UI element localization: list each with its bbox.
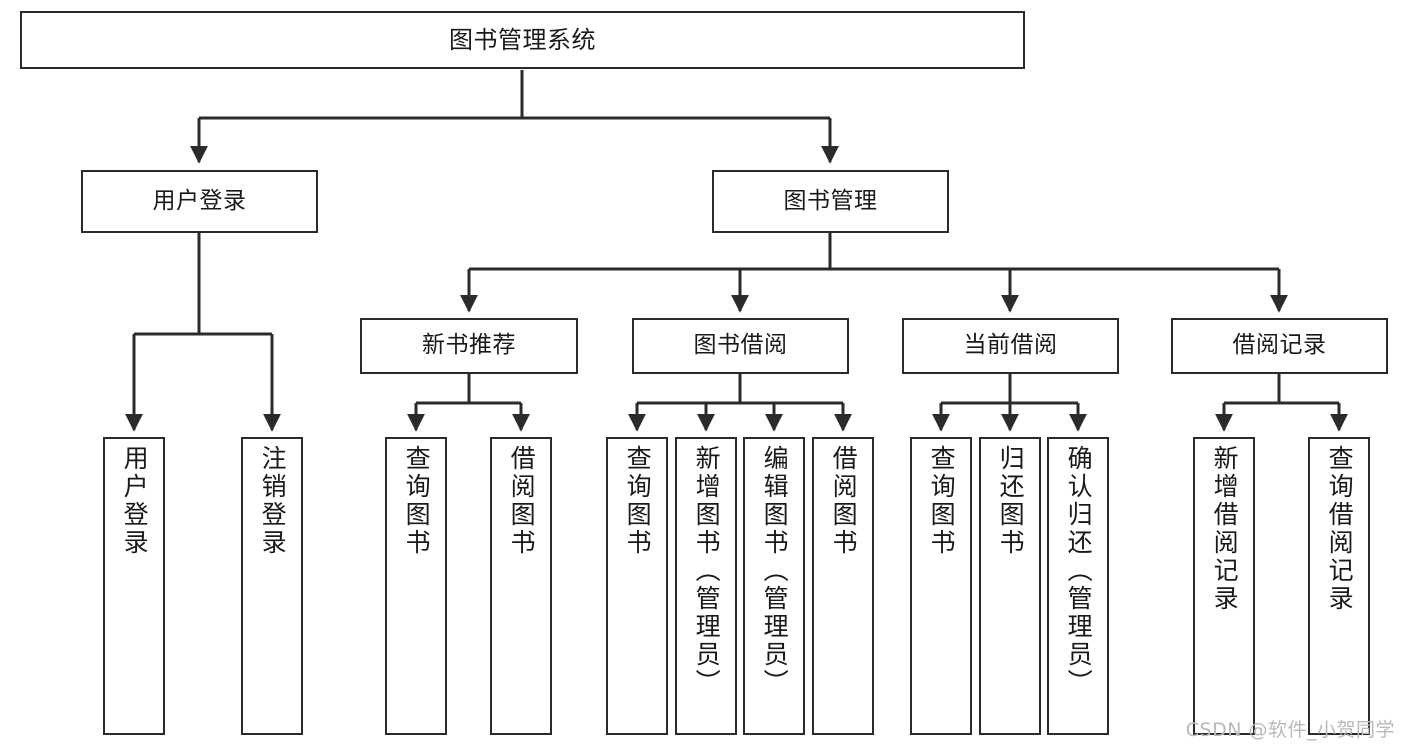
node-label: 注销登录 xyxy=(258,445,288,557)
node-leaf-add-record[interactable]: 新增借阅记录 xyxy=(1193,437,1255,735)
watermark-text: CSDN @软件_小贺同学 xyxy=(1185,719,1395,741)
node-label: 借阅图书 xyxy=(829,445,859,557)
node-leaf-add-book[interactable]: 新增图书（管理员） xyxy=(675,437,737,735)
node-new-book-rec[interactable]: 新书推荐 xyxy=(360,318,578,374)
node-label: 编辑图书（管理员） xyxy=(760,445,790,697)
node-label: 新增借阅记录 xyxy=(1210,445,1240,613)
node-label: 查询图书 xyxy=(623,445,653,557)
node-leaf-confirm-return[interactable]: 确认归还（管理员） xyxy=(1047,437,1109,735)
node-label: 查询图书 xyxy=(927,445,957,557)
node-leaf-edit-book[interactable]: 编辑图书（管理员） xyxy=(743,437,805,735)
node-current-borrow[interactable]: 当前借阅 xyxy=(902,318,1119,374)
node-leaf-query-book-3[interactable]: 查询图书 xyxy=(910,437,972,735)
node-label: 确认归还（管理员） xyxy=(1064,445,1094,697)
node-label: 新增图书（管理员） xyxy=(692,445,722,697)
node-label: 借阅记录 xyxy=(1232,332,1327,359)
node-label: 借阅图书 xyxy=(507,445,537,557)
node-user-login[interactable]: 用户登录 xyxy=(81,170,318,233)
node-leaf-query-book-2[interactable]: 查询图书 xyxy=(606,437,668,735)
node-leaf-borrow-book-1[interactable]: 借阅图书 xyxy=(490,437,552,735)
node-leaf-query-record[interactable]: 查询借阅记录 xyxy=(1308,437,1370,735)
node-book-borrow[interactable]: 图书借阅 xyxy=(632,318,849,374)
node-leaf-user-login[interactable]: 用户登录 xyxy=(103,437,165,735)
node-borrow-record[interactable]: 借阅记录 xyxy=(1171,318,1388,374)
node-leaf-borrow-book-2[interactable]: 借阅图书 xyxy=(812,437,874,735)
node-label: 图书管理 xyxy=(783,187,878,214)
node-label: 当前借阅 xyxy=(963,332,1058,359)
node-label: 归还图书 xyxy=(996,445,1026,557)
node-label: 图书管理系统 xyxy=(449,25,596,54)
node-label: 查询借阅记录 xyxy=(1325,445,1355,613)
node-label: 用户登录 xyxy=(120,445,150,557)
node-label: 新书推荐 xyxy=(422,332,516,359)
node-leaf-logout[interactable]: 注销登录 xyxy=(241,437,303,735)
node-label: 用户登录 xyxy=(152,187,247,214)
node-leaf-query-book-1[interactable]: 查询图书 xyxy=(385,437,447,735)
node-label: 图书借阅 xyxy=(693,332,788,359)
node-root-system[interactable]: 图书管理系统 xyxy=(20,11,1025,69)
node-label: 查询图书 xyxy=(402,445,432,557)
node-book-manage[interactable]: 图书管理 xyxy=(712,170,949,233)
node-leaf-return-book[interactable]: 归还图书 xyxy=(979,437,1041,735)
